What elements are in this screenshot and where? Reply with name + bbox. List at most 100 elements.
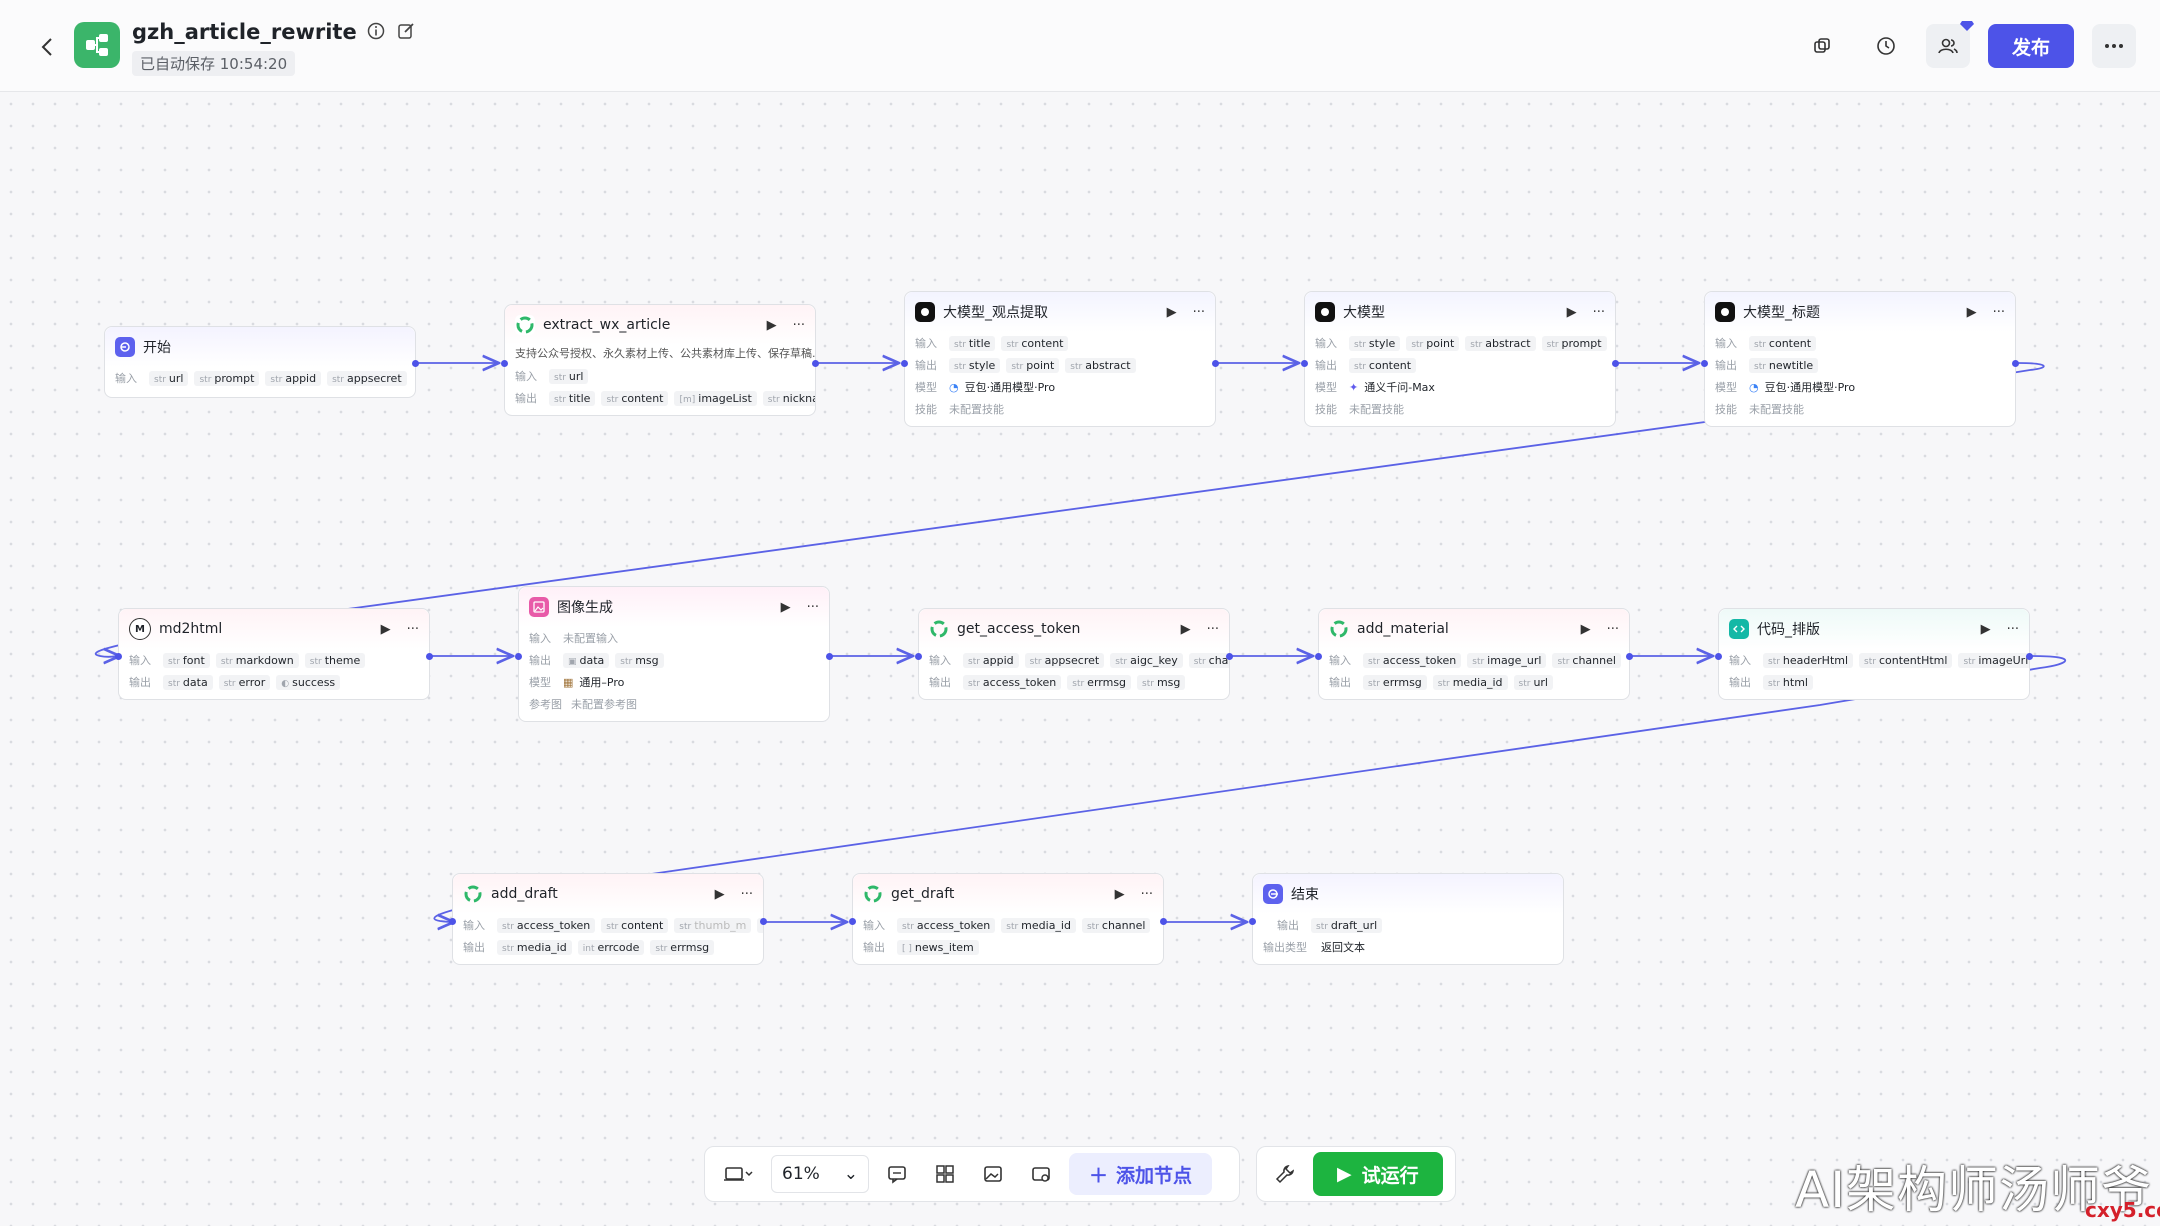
node-title: 大模型_观点提取 bbox=[943, 305, 1048, 321]
run-node-icon[interactable]: ▶ bbox=[1966, 304, 1977, 320]
node-more-icon[interactable]: ··· bbox=[1206, 621, 1219, 637]
output-port[interactable] bbox=[1160, 918, 1167, 925]
chevron-left-icon bbox=[41, 38, 52, 56]
node-extract-wx-article[interactable]: extract_wx_article ▶··· 支持公众号授权、永久素材上传、公… bbox=[501, 304, 819, 416]
run-toolbar: ▶试运行 bbox=[1256, 1146, 1456, 1202]
node-more-icon[interactable]: ··· bbox=[806, 599, 819, 615]
input-port[interactable] bbox=[1715, 653, 1722, 660]
run-node-icon[interactable]: ▶ bbox=[1566, 304, 1577, 320]
node-title: add_material bbox=[1357, 621, 1449, 637]
interaction-mode-button[interactable] bbox=[713, 1154, 763, 1194]
node-more-icon[interactable]: ··· bbox=[1992, 304, 2005, 320]
zoom-select[interactable]: 61%⌄ bbox=[771, 1155, 869, 1193]
run-node-icon[interactable]: ▶ bbox=[780, 599, 791, 615]
input-port[interactable] bbox=[849, 918, 856, 925]
copy-button[interactable] bbox=[1800, 24, 1844, 68]
output-port[interactable] bbox=[2026, 653, 2033, 660]
top-bar: gzh_article_rewrite 已自动保存 10:54:20 发布 bbox=[0, 0, 2160, 92]
input-port[interactable] bbox=[115, 653, 122, 660]
chevron-down-icon: ⌄ bbox=[843, 1164, 858, 1184]
node-more-icon[interactable]: ··· bbox=[740, 886, 753, 902]
output-port[interactable] bbox=[426, 653, 433, 660]
output-port[interactable] bbox=[826, 653, 833, 660]
minimap-button[interactable] bbox=[973, 1154, 1013, 1194]
run-node-icon[interactable]: ▶ bbox=[1166, 304, 1177, 320]
back-button[interactable] bbox=[30, 30, 64, 64]
output-port[interactable] bbox=[812, 360, 819, 367]
canvas-toolbar: 61%⌄ ＋添加节点 bbox=[704, 1146, 1240, 1202]
run-node-icon[interactable]: ▶ bbox=[1580, 621, 1591, 637]
node-more-icon[interactable]: ··· bbox=[792, 317, 805, 333]
node-more-icon[interactable]: ··· bbox=[2006, 621, 2019, 637]
node-title: md2html bbox=[159, 621, 223, 637]
node-more-icon[interactable]: ··· bbox=[406, 621, 419, 637]
node-title: add_draft bbox=[491, 886, 558, 902]
watermark-site: cxy5.com bbox=[2085, 1198, 2160, 1222]
wrench-icon bbox=[1275, 1164, 1295, 1184]
run-node-icon[interactable]: ▶ bbox=[380, 621, 391, 637]
run-node-icon[interactable]: ▶ bbox=[714, 886, 725, 902]
workflow-name: gzh_article_rewrite bbox=[132, 20, 357, 44]
node-more-icon[interactable]: ··· bbox=[1192, 304, 1205, 320]
output-port[interactable] bbox=[2012, 360, 2019, 367]
run-node-icon[interactable]: ▶ bbox=[1114, 886, 1125, 902]
input-port[interactable] bbox=[1249, 918, 1256, 925]
test-run-button[interactable]: ▶试运行 bbox=[1313, 1152, 1443, 1196]
output-port[interactable] bbox=[1226, 653, 1233, 660]
input-port[interactable] bbox=[1315, 653, 1322, 660]
collaborators-button[interactable] bbox=[1926, 21, 1974, 68]
plugin-icon bbox=[863, 884, 883, 904]
debug-settings-button[interactable] bbox=[1265, 1154, 1305, 1194]
input-port[interactable] bbox=[1701, 360, 1708, 367]
run-node-icon[interactable]: ▶ bbox=[1180, 621, 1191, 637]
image-icon bbox=[529, 597, 549, 617]
output-port[interactable] bbox=[412, 360, 419, 367]
node-title: extract_wx_article bbox=[543, 317, 671, 333]
output-port[interactable] bbox=[760, 918, 767, 925]
input-port[interactable] bbox=[915, 653, 922, 660]
history-button[interactable] bbox=[1864, 24, 1908, 68]
run-node-icon[interactable]: ▶ bbox=[766, 317, 777, 333]
model-thumb-icon: ▦ bbox=[563, 675, 574, 689]
edit-icon[interactable] bbox=[397, 22, 417, 42]
input-port[interactable] bbox=[501, 360, 508, 367]
node-more-icon[interactable]: ··· bbox=[1140, 886, 1153, 902]
workflow-app-icon bbox=[74, 22, 120, 68]
start-icon bbox=[115, 337, 135, 357]
info-icon[interactable] bbox=[367, 22, 387, 42]
input-port[interactable] bbox=[515, 653, 522, 660]
publish-button[interactable]: 发布 bbox=[1988, 24, 2074, 68]
more-inputs-icon: ··· bbox=[757, 917, 763, 933]
add-node-button[interactable]: ＋添加节点 bbox=[1069, 1153, 1213, 1195]
output-port[interactable] bbox=[1626, 653, 1633, 660]
laptop-icon bbox=[724, 1167, 753, 1181]
node-more-icon[interactable]: ··· bbox=[1606, 621, 1619, 637]
output-port[interactable] bbox=[1212, 360, 1219, 367]
more-options-button[interactable] bbox=[2092, 24, 2136, 68]
grid-icon bbox=[936, 1165, 954, 1183]
play-icon: ▶ bbox=[1337, 1163, 1352, 1185]
node-more-icon[interactable]: ··· bbox=[1592, 304, 1605, 320]
screenshot-button[interactable] bbox=[1021, 1154, 1061, 1194]
diamond-badge-icon bbox=[1960, 21, 1974, 31]
auto-layout-button[interactable] bbox=[925, 1154, 965, 1194]
llm-icon bbox=[1315, 302, 1335, 322]
output-port[interactable] bbox=[1612, 360, 1619, 367]
input-port[interactable] bbox=[449, 918, 456, 925]
run-node-icon[interactable]: ▶ bbox=[1980, 621, 1991, 637]
input-port[interactable] bbox=[901, 360, 908, 367]
comment-button[interactable] bbox=[877, 1154, 917, 1194]
input-port[interactable] bbox=[1301, 360, 1308, 367]
